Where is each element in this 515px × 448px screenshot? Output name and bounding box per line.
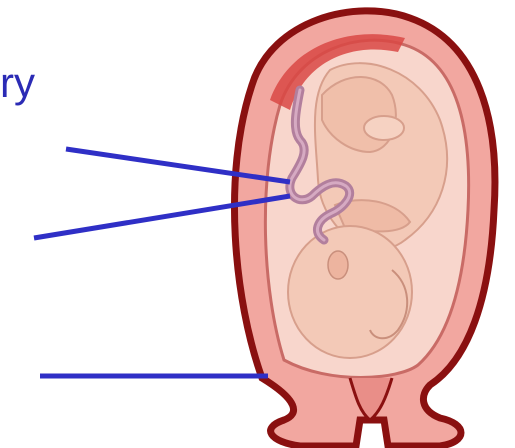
fetus-ear bbox=[328, 251, 348, 279]
fetus-head bbox=[288, 226, 412, 358]
fetus-foot bbox=[364, 116, 404, 140]
